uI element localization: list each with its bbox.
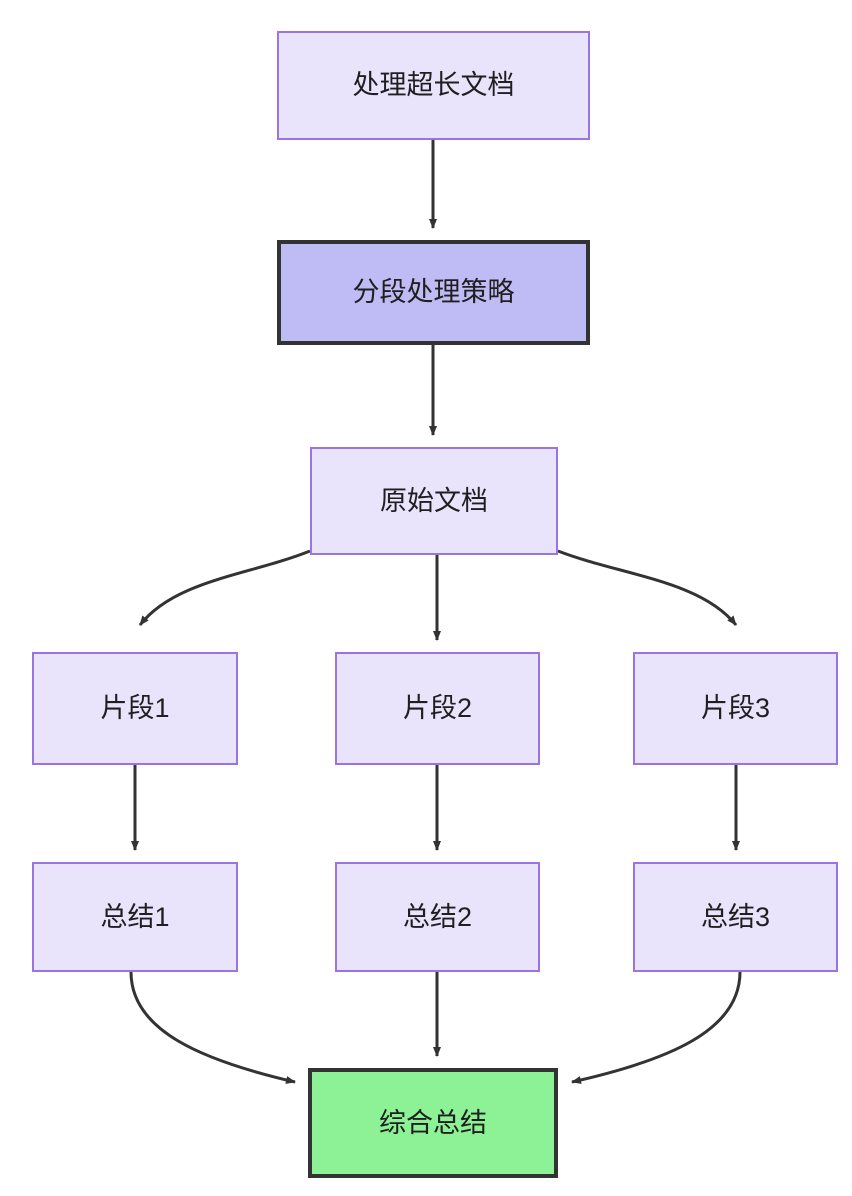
node-summary-2[interactable]: 总结2 — [335, 862, 540, 972]
node-source-document[interactable]: 原始文档 — [310, 447, 558, 555]
edge-source-to-chunk1 — [138, 549, 311, 626]
node-chunking-strategy[interactable]: 分段处理策略 — [277, 240, 590, 345]
node-label: 处理超长文档 — [352, 70, 515, 101]
node-label: 综合总结 — [379, 1107, 487, 1138]
node-label: 总结2 — [402, 901, 473, 932]
node-label: 片段1 — [100, 693, 170, 724]
node-label: 分段处理策略 — [352, 277, 515, 308]
node-label: 总结1 — [100, 901, 170, 932]
node-summary-3[interactable]: 总结3 — [633, 862, 838, 972]
node-label: 原始文档 — [380, 485, 488, 516]
node-chunk-1[interactable]: 片段1 — [32, 652, 238, 765]
node-chunk-2[interactable]: 片段2 — [335, 652, 540, 765]
node-final-summary[interactable]: 综合总结 — [308, 1068, 558, 1178]
node-label: 总结3 — [700, 901, 771, 932]
node-summary-1[interactable]: 总结1 — [32, 862, 238, 972]
node-chunk-3[interactable]: 片段3 — [633, 652, 838, 765]
node-process-long-document[interactable]: 处理超长文档 — [277, 31, 590, 140]
edge-summary1-to-final — [129, 971, 296, 1084]
edge-source-to-chunk3 — [557, 549, 738, 626]
node-label: 片段2 — [402, 693, 473, 724]
node-label: 片段3 — [700, 693, 771, 724]
edge-summary3-to-final — [571, 971, 742, 1084]
